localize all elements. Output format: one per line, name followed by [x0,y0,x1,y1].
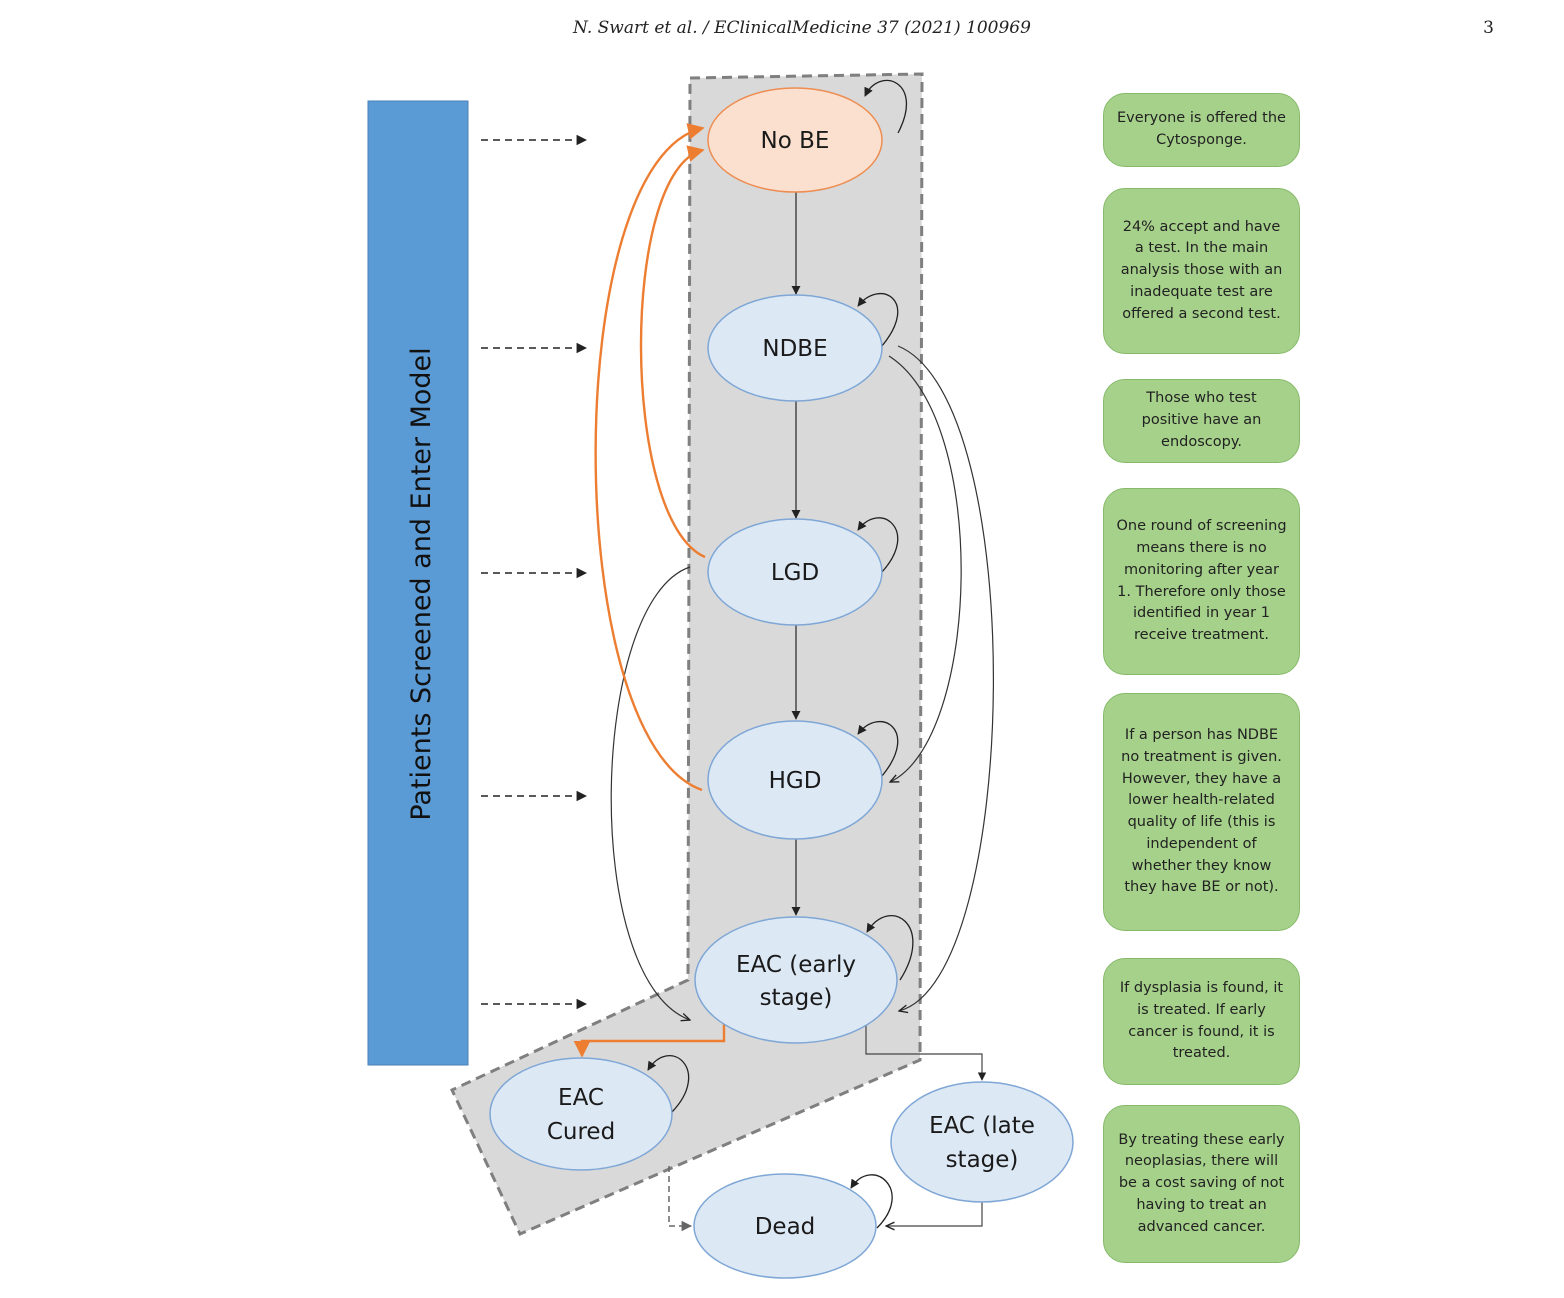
note-cost-saving: By treating these early neoplasias, ther… [1103,1105,1300,1263]
journal-reference: N. Swart et al. / EClinicalMedicine 37 (… [573,18,1031,38]
page-number: 3 [1483,18,1494,38]
state-eac-early: EAC (early stage) [694,916,898,1044]
state-label-no-be: No BE [761,128,830,154]
arrow-eac-early-to-late [865,1024,987,1081]
state-label-dead: Dead [755,1214,816,1240]
self-loop-ndbe [857,293,899,347]
state-label-ndbe: NDBE [762,336,827,362]
state-label-hgd: HGD [769,768,822,794]
state-label-eac-cured-2: Cured [547,1119,615,1145]
arrow-lgd-to-nobe [639,145,706,559]
entry-arrows [481,134,588,1010]
entry-bar [367,100,469,1066]
state-label-lgd: LGD [771,560,819,586]
self-loop-nobe [864,79,907,134]
self-loop-dead [850,1174,893,1229]
self-loop-eac-early [866,915,914,981]
state-label-eac-cured-1: EAC [558,1085,604,1111]
arrow-eac-cured-to-dead [668,1166,693,1232]
self-loop-eac-cured [647,1055,690,1113]
note-ndbe-quality-of-life: If a person has NDBE no treatment is giv… [1103,693,1300,931]
state-hgd: HGD [707,720,883,840]
arrow-ndbe-to-hgd [889,355,962,782]
state-eac-cured: EAC Cured [489,1057,673,1171]
note-one-round: One round of screening means there is no… [1103,488,1300,675]
state-lgd: LGD [707,518,883,626]
note-cytosponge-offer: Everyone is offered the Cytosponge. [1103,93,1300,167]
state-dead: Dead [693,1173,877,1279]
note-endoscopy: Those who test positive have an endoscop… [1103,379,1300,463]
arrow-hgd-to-nobe [594,123,705,792]
screening-region [449,72,924,1236]
state-label-eac-early-2: stage) [760,985,833,1011]
treatment-arrows [573,123,726,1058]
state-no-be: No BE [707,87,883,193]
arrow-eac-early-to-cured [573,1024,726,1058]
note-acceptance-rate: 24% accept and have a test. In the main … [1103,188,1300,354]
arrow-eac-late-to-dead [886,1202,983,1226]
page-header: N. Swart et al. / EClinicalMedicine 37 (… [0,18,1564,44]
skip-arrows [610,345,994,1020]
arrow-lgd-to-eac [610,566,690,1020]
self-loop-lgd [857,517,899,573]
self-loops [647,79,914,1229]
arrow-ndbe-to-eac [898,345,994,1011]
state-label-eac-late-1: EAC (late [929,1113,1035,1139]
state-label-eac-early-1: EAC (early [736,952,856,978]
note-dysplasia-treated: If dysplasia is found, it is treated. If… [1103,958,1300,1085]
state-ndbe: NDBE [707,294,883,402]
state-label-eac-late-2: stage) [946,1147,1019,1173]
entry-bar-label: Patients Screened and Enter Model [406,347,437,820]
state-eac-late: EAC (late stage) [890,1081,1074,1203]
self-loop-hgd [857,721,899,777]
